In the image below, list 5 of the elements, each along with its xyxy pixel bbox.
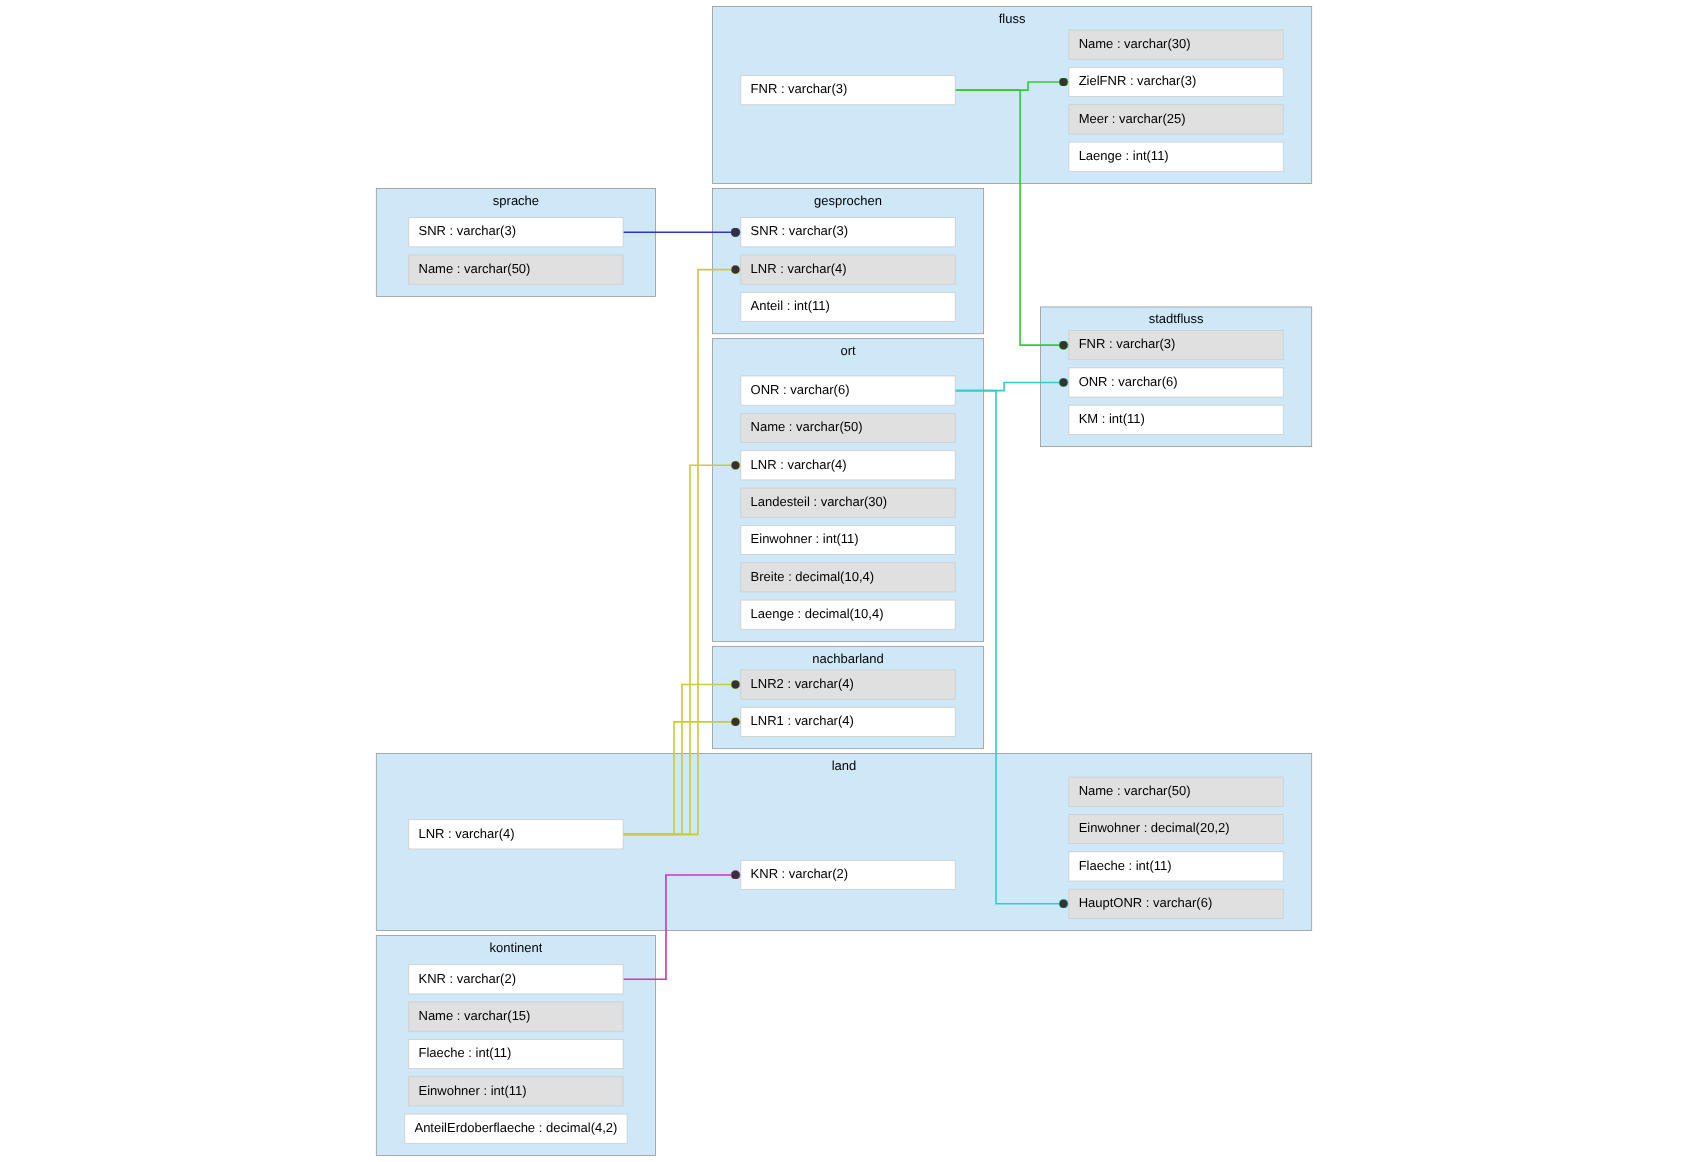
connector bbox=[622, 870, 742, 981]
connector bbox=[954, 77, 1070, 91]
connector bbox=[622, 227, 742, 238]
connector bbox=[622, 264, 742, 836]
connector bbox=[954, 377, 1070, 392]
